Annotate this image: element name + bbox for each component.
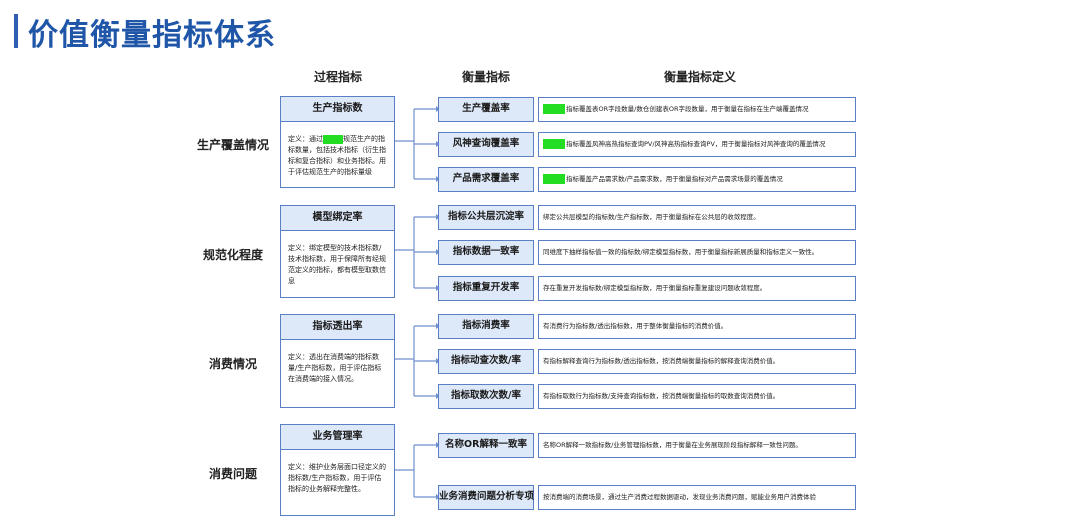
header-process: 过程指标: [313, 70, 362, 84]
redaction-mask: [543, 139, 565, 149]
definition-row: 指标覆盖表OR字段数量/数仓创建表OR字段数量，用于衡量在指标在生产端覆盖情况: [538, 97, 856, 122]
definition-row: 绑定公共层模型的指标数/生产指标数，用于衡量指标在公共层的收敛程度。: [538, 205, 856, 230]
metric-product-demand-coverage: 产品需求覆盖率: [438, 167, 534, 192]
category-consumption: 消费情况: [208, 357, 257, 371]
title-accent-bar: [14, 14, 18, 48]
metric-fengshen-query-coverage: 风神查询覆盖率: [438, 132, 534, 157]
redaction-mask: [543, 174, 565, 184]
header-metric: 衡量指标: [461, 70, 510, 84]
category-consumption-issues: 消费问题: [208, 467, 257, 481]
definition-row: 存在重复开发指标数/绑定模型指标数，用于衡量指标重复建设问题收敛程度。: [538, 276, 856, 301]
process-box-model-binding: 模型绑定率 定义：绑定模型的技术指标数/技术指标数，用于保障所有经规范定义的指标…: [280, 205, 395, 298]
redaction-mask: [323, 134, 343, 144]
process-box-exposure-rate: 指标透出率 定义：透出在消费端的指标数量/生产指标数，用于评估指标在消费端的接入…: [280, 314, 395, 408]
metric-name-consistency: 名称OR解释一致率: [438, 433, 534, 458]
process-definition: 定义：维护业务层面口径定义的指标数/生产指标数，用于评估指标的业务解释完整性。: [288, 463, 386, 493]
process-box-business-management: 业务管理率 定义：维护业务层面口径定义的指标数/生产指标数，用于评估指标的业务解…: [280, 424, 395, 516]
metric-data-consistency: 指标数据一致率: [438, 240, 534, 265]
metric-consumption-rate: 指标消费率: [438, 314, 534, 339]
metric-duplicate-dev-rate: 指标重复开发率: [438, 276, 534, 301]
definition-row: 指标覆盖风神高热指标查询PV/风神高热指标查询PV，用于衡量指标对风神查询的覆盖…: [538, 132, 856, 157]
definition-row: 按消费端的消费场景，通过生产消费过程数据驱动，发现业务消费问题，赋能业务用户消费…: [538, 485, 856, 510]
definition-row: 有消费行为指标数/透出指标数，用于整体衡量指标的消费价值。: [538, 314, 856, 339]
process-title: 业务管理率: [281, 425, 394, 450]
process-box-production-count: 生产指标数 定义：通过规范生产的指标数量，包括技术指标（衍生指标和复合指标）和业…: [280, 96, 395, 188]
category-production-coverage: 生产覆盖情况: [196, 138, 269, 152]
definition-row: 有指标解释查询行为指标数/透出指标数，按消费端衡量指标的解释查询消费价值。: [538, 349, 856, 374]
definition-row: 名称OR解释一致指标数/业务管理指标数，用于衡量在业务展现阶段指标解释一致性问题…: [538, 433, 856, 458]
process-title: 生产指标数: [281, 97, 394, 122]
process-title: 模型绑定率: [281, 206, 394, 231]
process-definition: 定义：绑定模型的技术指标数/技术指标数，用于保障所有经规范定义的指标，都有模型取…: [288, 244, 386, 285]
metric-query-count: 指标动查次数/率: [438, 349, 534, 374]
redaction-mask: [543, 104, 565, 114]
metric-public-layer-rate: 指标公共层沉淀率: [438, 205, 534, 230]
definition-row: 同维度下抽样指标值一致的指标数/绑定模型指标数，用于衡量指标新展质量和指标定义一…: [538, 240, 856, 265]
category-standardization: 规范化程度: [202, 248, 263, 262]
definition-row: 有指标取数行为指标数/支持查询指标数，按消费端衡量指标的取数查询消费价值。: [538, 384, 856, 409]
metric-issue-analysis: 业务消费问题分析专项: [438, 485, 534, 510]
process-definition: 定义：透出在消费端的指标数量/生产指标数，用于评估指标在消费端的接入情况。: [288, 353, 382, 383]
process-title: 指标透出率: [281, 315, 394, 340]
metric-production-coverage: 生产覆盖率: [438, 97, 534, 122]
header-definition: 衡量指标定义: [663, 70, 736, 84]
metric-fetch-count: 指标取数次数/率: [438, 384, 534, 409]
definition-row: 指标覆盖产品需求数/产品需求数，用于衡量指标对产品需求场景的覆盖情况: [538, 167, 856, 192]
process-definition: 定义：通过规范生产的指标数量，包括技术指标（衍生指标和复合指标）和业务指标。用于…: [288, 134, 386, 176]
page-title: 价值衡量指标体系: [28, 18, 276, 53]
